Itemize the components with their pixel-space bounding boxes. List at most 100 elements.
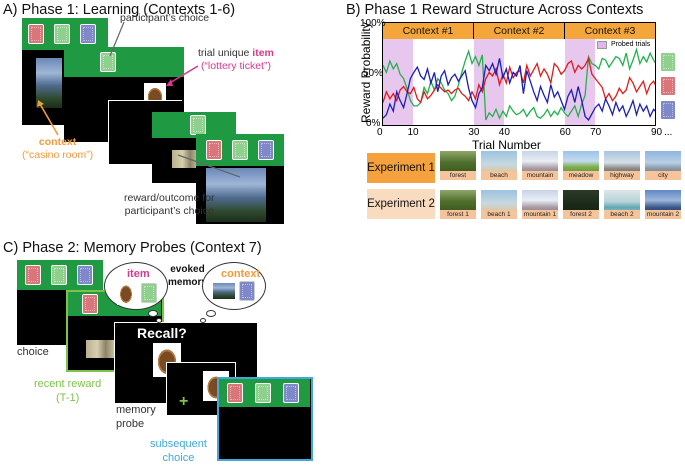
y-tick-50: 50% (363, 68, 384, 79)
x-tick-label: 10 (407, 127, 419, 138)
context-word: context (38, 136, 77, 148)
thumbnail-label: beach (481, 171, 517, 180)
blue-card (77, 265, 93, 285)
thumbnail-label: city (645, 171, 681, 180)
series-line-red (383, 56, 655, 104)
plus-sign: + (179, 393, 189, 410)
x-tick-label: 60 (559, 127, 571, 138)
trial-frame-2-header (64, 47, 184, 77)
red-card (82, 294, 98, 314)
context-label: context (“casino room”) (22, 136, 93, 162)
panel-c-title: C) Phase 2: Memory Probes (Context 7) (3, 240, 262, 256)
context-band-1: Context #1 (383, 23, 474, 39)
reward-chart-area: Context #1 Context #2 Context #3 ... Pro… (382, 22, 656, 126)
thumbnail-label: mountain 1 (522, 210, 558, 219)
pinecone-photo (117, 281, 135, 305)
context-thumbnail: mountain 2 (645, 190, 681, 219)
experiment-1-label: Experiment 1 (367, 153, 435, 183)
reward-lines (383, 47, 655, 122)
thumbnail-label: mountain 2 (645, 210, 681, 219)
y-tick-100: 100% (360, 18, 386, 29)
subsequent-choice-frame (217, 377, 313, 461)
x-axis-label: Trial Number (472, 138, 541, 152)
context-thumbnail: beach 2 (604, 190, 640, 219)
panel-b-title: B) Phase 1 Reward Structure Across Conte… (346, 2, 644, 18)
trial-frame-5-body (196, 166, 284, 224)
trial-unique-item-label: trial unique item (“lottery ticket”) (198, 47, 274, 73)
x-tick-label: 90 (651, 127, 663, 138)
context-band-3: Context #3 (565, 23, 655, 39)
red-card (206, 140, 222, 160)
blue-card (80, 24, 96, 44)
trial-frame-5-header (196, 134, 284, 166)
dollar-bill-photo (86, 340, 114, 358)
choice-label: choice (17, 346, 49, 358)
red-card (660, 76, 676, 96)
context-thumbnail: city (645, 151, 681, 180)
experiment-2-label: Experiment 2 (367, 189, 435, 219)
probed-legend-label: Probed trials (611, 41, 651, 48)
trial-unique-prefix: trial unique (198, 47, 253, 59)
context-thought-bubble: context (202, 262, 266, 310)
reward-outcome-label: reward/outcome for participant’s choice (124, 192, 215, 218)
subsequent-choice-header (219, 379, 310, 407)
probed-legend-swatch (597, 41, 607, 49)
item-thought-bubble: item (104, 262, 168, 310)
x-tick-label: 40 (498, 127, 510, 138)
memory-probe-label: memory probe (116, 404, 156, 430)
y-tick-0: 0% (366, 118, 381, 129)
green-card (51, 265, 67, 285)
green-card (100, 52, 116, 72)
thumbnail-label: forest (440, 171, 476, 180)
thumbnail-label: beach 1 (481, 210, 517, 219)
x-tick-label: 0 (377, 127, 383, 138)
red-card (28, 24, 44, 44)
series-line-green (383, 47, 655, 121)
context-thumbnail: meadow (563, 151, 599, 180)
context-thumbnail: forest 1 (440, 190, 476, 219)
red-card (25, 265, 41, 285)
thought-dot (206, 310, 216, 317)
context-bubble-label: context (221, 268, 261, 280)
green-card (141, 283, 157, 303)
context-photo (213, 283, 235, 299)
item-word: item (252, 47, 274, 59)
x-tick-label: ... (664, 127, 673, 138)
dollar-bill-photo (172, 150, 198, 168)
context-photo (206, 168, 266, 222)
context-thumbnail: forest 2 (563, 190, 599, 219)
green-card (54, 24, 70, 44)
series-line-blue (383, 58, 655, 122)
context-band-2: Context #2 (474, 23, 565, 39)
green-card (255, 383, 271, 403)
blue-card (660, 100, 676, 120)
context-thumbnail: forest (440, 151, 476, 180)
thought-dot (200, 318, 206, 323)
x-tick-label: 30 (468, 127, 480, 138)
thought-dot (148, 310, 158, 317)
red-card (227, 383, 243, 403)
probe-frame-1-header (17, 260, 103, 290)
thumbnail-label: highway (604, 171, 640, 180)
context-photo (36, 58, 62, 108)
evoked-memory-label: evoked memory (168, 264, 207, 288)
panel-a-arrows (37, 21, 241, 178)
thumbnail-label: mountain (522, 171, 558, 180)
thumbnail-label: beach 2 (604, 210, 640, 219)
panel-a-title: A) Phase 1: Learning (Contexts 1-6) (3, 2, 236, 18)
green-card (660, 52, 676, 72)
probe-frame-1-body (17, 290, 67, 345)
context-thumbnail: beach (481, 151, 517, 180)
blue-card (283, 383, 299, 403)
blue-card (239, 281, 255, 301)
thought-dot (156, 318, 162, 323)
green-card (232, 140, 248, 160)
thumbnail-label: forest 1 (440, 210, 476, 219)
participant-choice-label: participant’s choice (120, 12, 210, 24)
context-thumbnail: beach 1 (481, 190, 517, 219)
recent-reward-label: recent reward (T-1) (34, 378, 102, 404)
lottery-ticket-label: (“lottery ticket”) (200, 60, 271, 73)
x-tick-label: 70 (590, 127, 602, 138)
thumbnail-label: meadow (563, 171, 599, 180)
context-thumbnail: mountain (522, 151, 558, 180)
